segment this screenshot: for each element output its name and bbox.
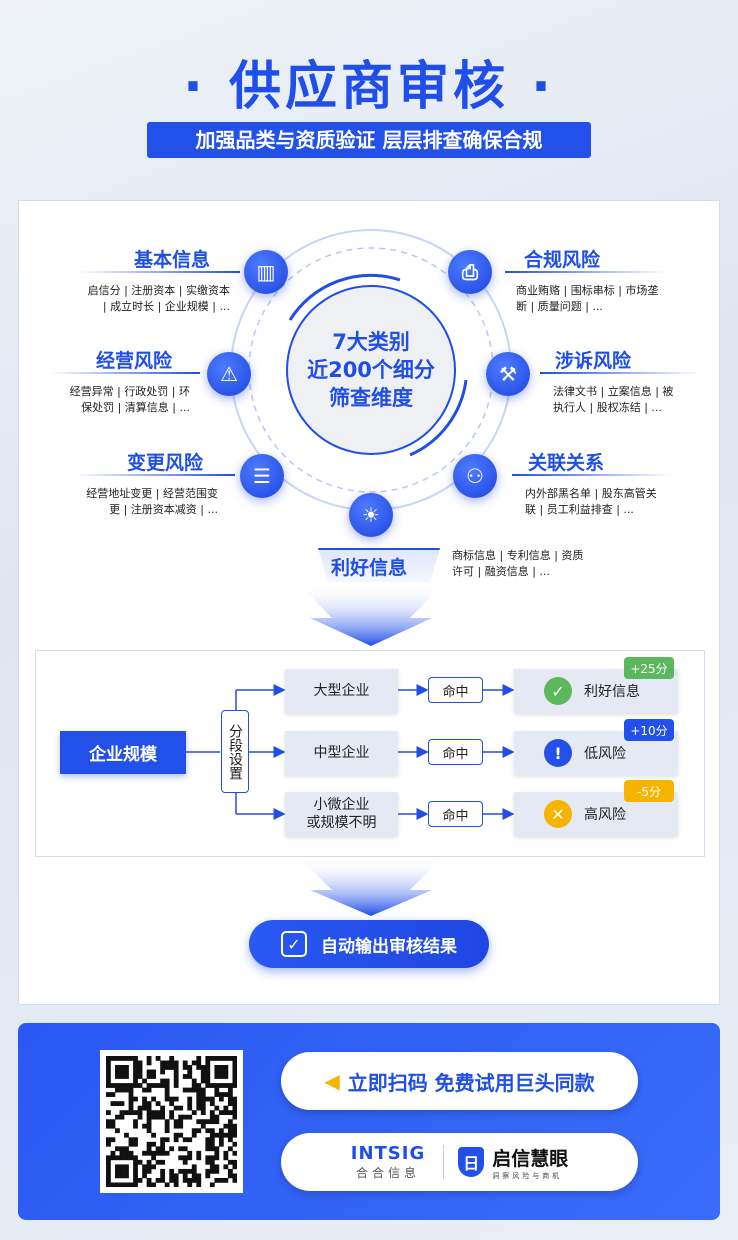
exclamation-icon: ! bbox=[544, 739, 572, 767]
subtitle-banner: 加强品类与资质验证 层层排查确保合规 bbox=[147, 122, 591, 158]
logos-pill: INTSIG 合合信息 日 启信慧眼 洞察风险与商机 bbox=[281, 1133, 638, 1191]
checkbox-icon: ✓ bbox=[281, 931, 307, 957]
divider bbox=[505, 271, 665, 273]
size-large: 大型企业 bbox=[285, 669, 398, 713]
page-title: · 供应商审核 · bbox=[183, 57, 555, 117]
qr-code[interactable] bbox=[100, 1050, 243, 1193]
auto-output-button[interactable]: ✓ 自动输出审核结果 bbox=[249, 920, 489, 968]
list-icon: ☰ bbox=[240, 454, 284, 498]
document-search-icon: ⎙ bbox=[448, 250, 492, 294]
benefit-tab bbox=[318, 548, 440, 582]
category-title: 变更风险 bbox=[127, 452, 204, 474]
center-line: 7大类别 bbox=[332, 330, 410, 354]
category-title: 关联关系 bbox=[528, 452, 605, 474]
x-icon: ✕ bbox=[544, 800, 572, 828]
hit-label: 命中 bbox=[428, 801, 483, 827]
score-badge: +10分 bbox=[624, 719, 674, 741]
hit-label: 命中 bbox=[428, 677, 483, 703]
size-small: 小微企业或规模不明 bbox=[285, 792, 398, 836]
category-desc: 商业贿赂 | 围标串标 | 市场垄断 | 质量问题 | ... bbox=[516, 284, 659, 313]
hit-label: 命中 bbox=[428, 739, 483, 765]
score-badge: +25分 bbox=[624, 657, 674, 679]
category-desc: 经营异常 | 行政处罚 | 环保处罚 | 清算信息 | ... bbox=[69, 385, 190, 414]
divider bbox=[512, 474, 672, 476]
down-arrow-2 bbox=[300, 858, 442, 916]
divider bbox=[443, 1145, 445, 1179]
center-summary: 7大类别 近200个细分 筛查维度 bbox=[286, 285, 456, 455]
score-badge: -5分 bbox=[624, 780, 674, 802]
divider bbox=[540, 372, 700, 374]
category-desc: 商标信息 | 专利信息 | 资质许可 | 融资信息 | ... bbox=[452, 549, 584, 578]
scan-cta-button[interactable]: ◀ 立即扫码 免费试用巨头同款 bbox=[281, 1052, 638, 1110]
result-benefit: ✓利好信息 bbox=[514, 669, 678, 713]
building-icon: ▥ bbox=[244, 250, 288, 294]
divider bbox=[50, 372, 200, 374]
shield-icon: 日 bbox=[458, 1147, 485, 1177]
triangle-left-icon: ◀ bbox=[324, 1069, 340, 1093]
category-title: 涉诉风险 bbox=[555, 350, 632, 372]
company-size-node: 企业规模 bbox=[60, 731, 186, 774]
category-desc: 内外部黑名单 | 股东高管关联 | 员工利益排查 | ... bbox=[525, 487, 657, 516]
gavel-icon: ⚒ bbox=[486, 352, 530, 396]
category-desc: 启信分 | 注册资本 | 实缴资本| 成立时长 | 企业规模 | ... bbox=[87, 284, 230, 313]
cta-label: 立即扫码 免费试用巨头同款 bbox=[347, 1070, 595, 1095]
intsig-logo: INTSIG 合合信息 bbox=[350, 1143, 426, 1180]
category-desc: 法律文书 | 立案信息 | 被执行人 | 股权冻结 | ... bbox=[553, 385, 674, 414]
segment-node: 分段设置 bbox=[221, 710, 249, 793]
network-icon: ⚇ bbox=[453, 454, 497, 498]
divider bbox=[80, 271, 240, 273]
size-medium: 中型企业 bbox=[285, 731, 398, 775]
warning-icon: ⚠ bbox=[207, 352, 251, 396]
category-title: 利好信息 bbox=[331, 557, 408, 579]
category-title: 合规风险 bbox=[524, 249, 601, 271]
qixin-logo: 启信慧眼 洞察风险与商机 bbox=[492, 1147, 569, 1180]
auto-output-label: 自动输出审核结果 bbox=[321, 936, 457, 957]
divider bbox=[75, 474, 235, 476]
check-icon: ✓ bbox=[544, 677, 572, 705]
center-line: 近200个细分 bbox=[307, 358, 435, 382]
lightbulb-icon: ☀ bbox=[349, 493, 393, 537]
category-desc: 经营地址变更 | 经营范围变更 | 注册资本减资 | ... bbox=[86, 487, 218, 516]
down-arrow bbox=[300, 585, 442, 646]
category-title: 基本信息 bbox=[134, 249, 211, 271]
center-line: 筛查维度 bbox=[329, 386, 413, 410]
category-title: 经营风险 bbox=[96, 350, 173, 372]
